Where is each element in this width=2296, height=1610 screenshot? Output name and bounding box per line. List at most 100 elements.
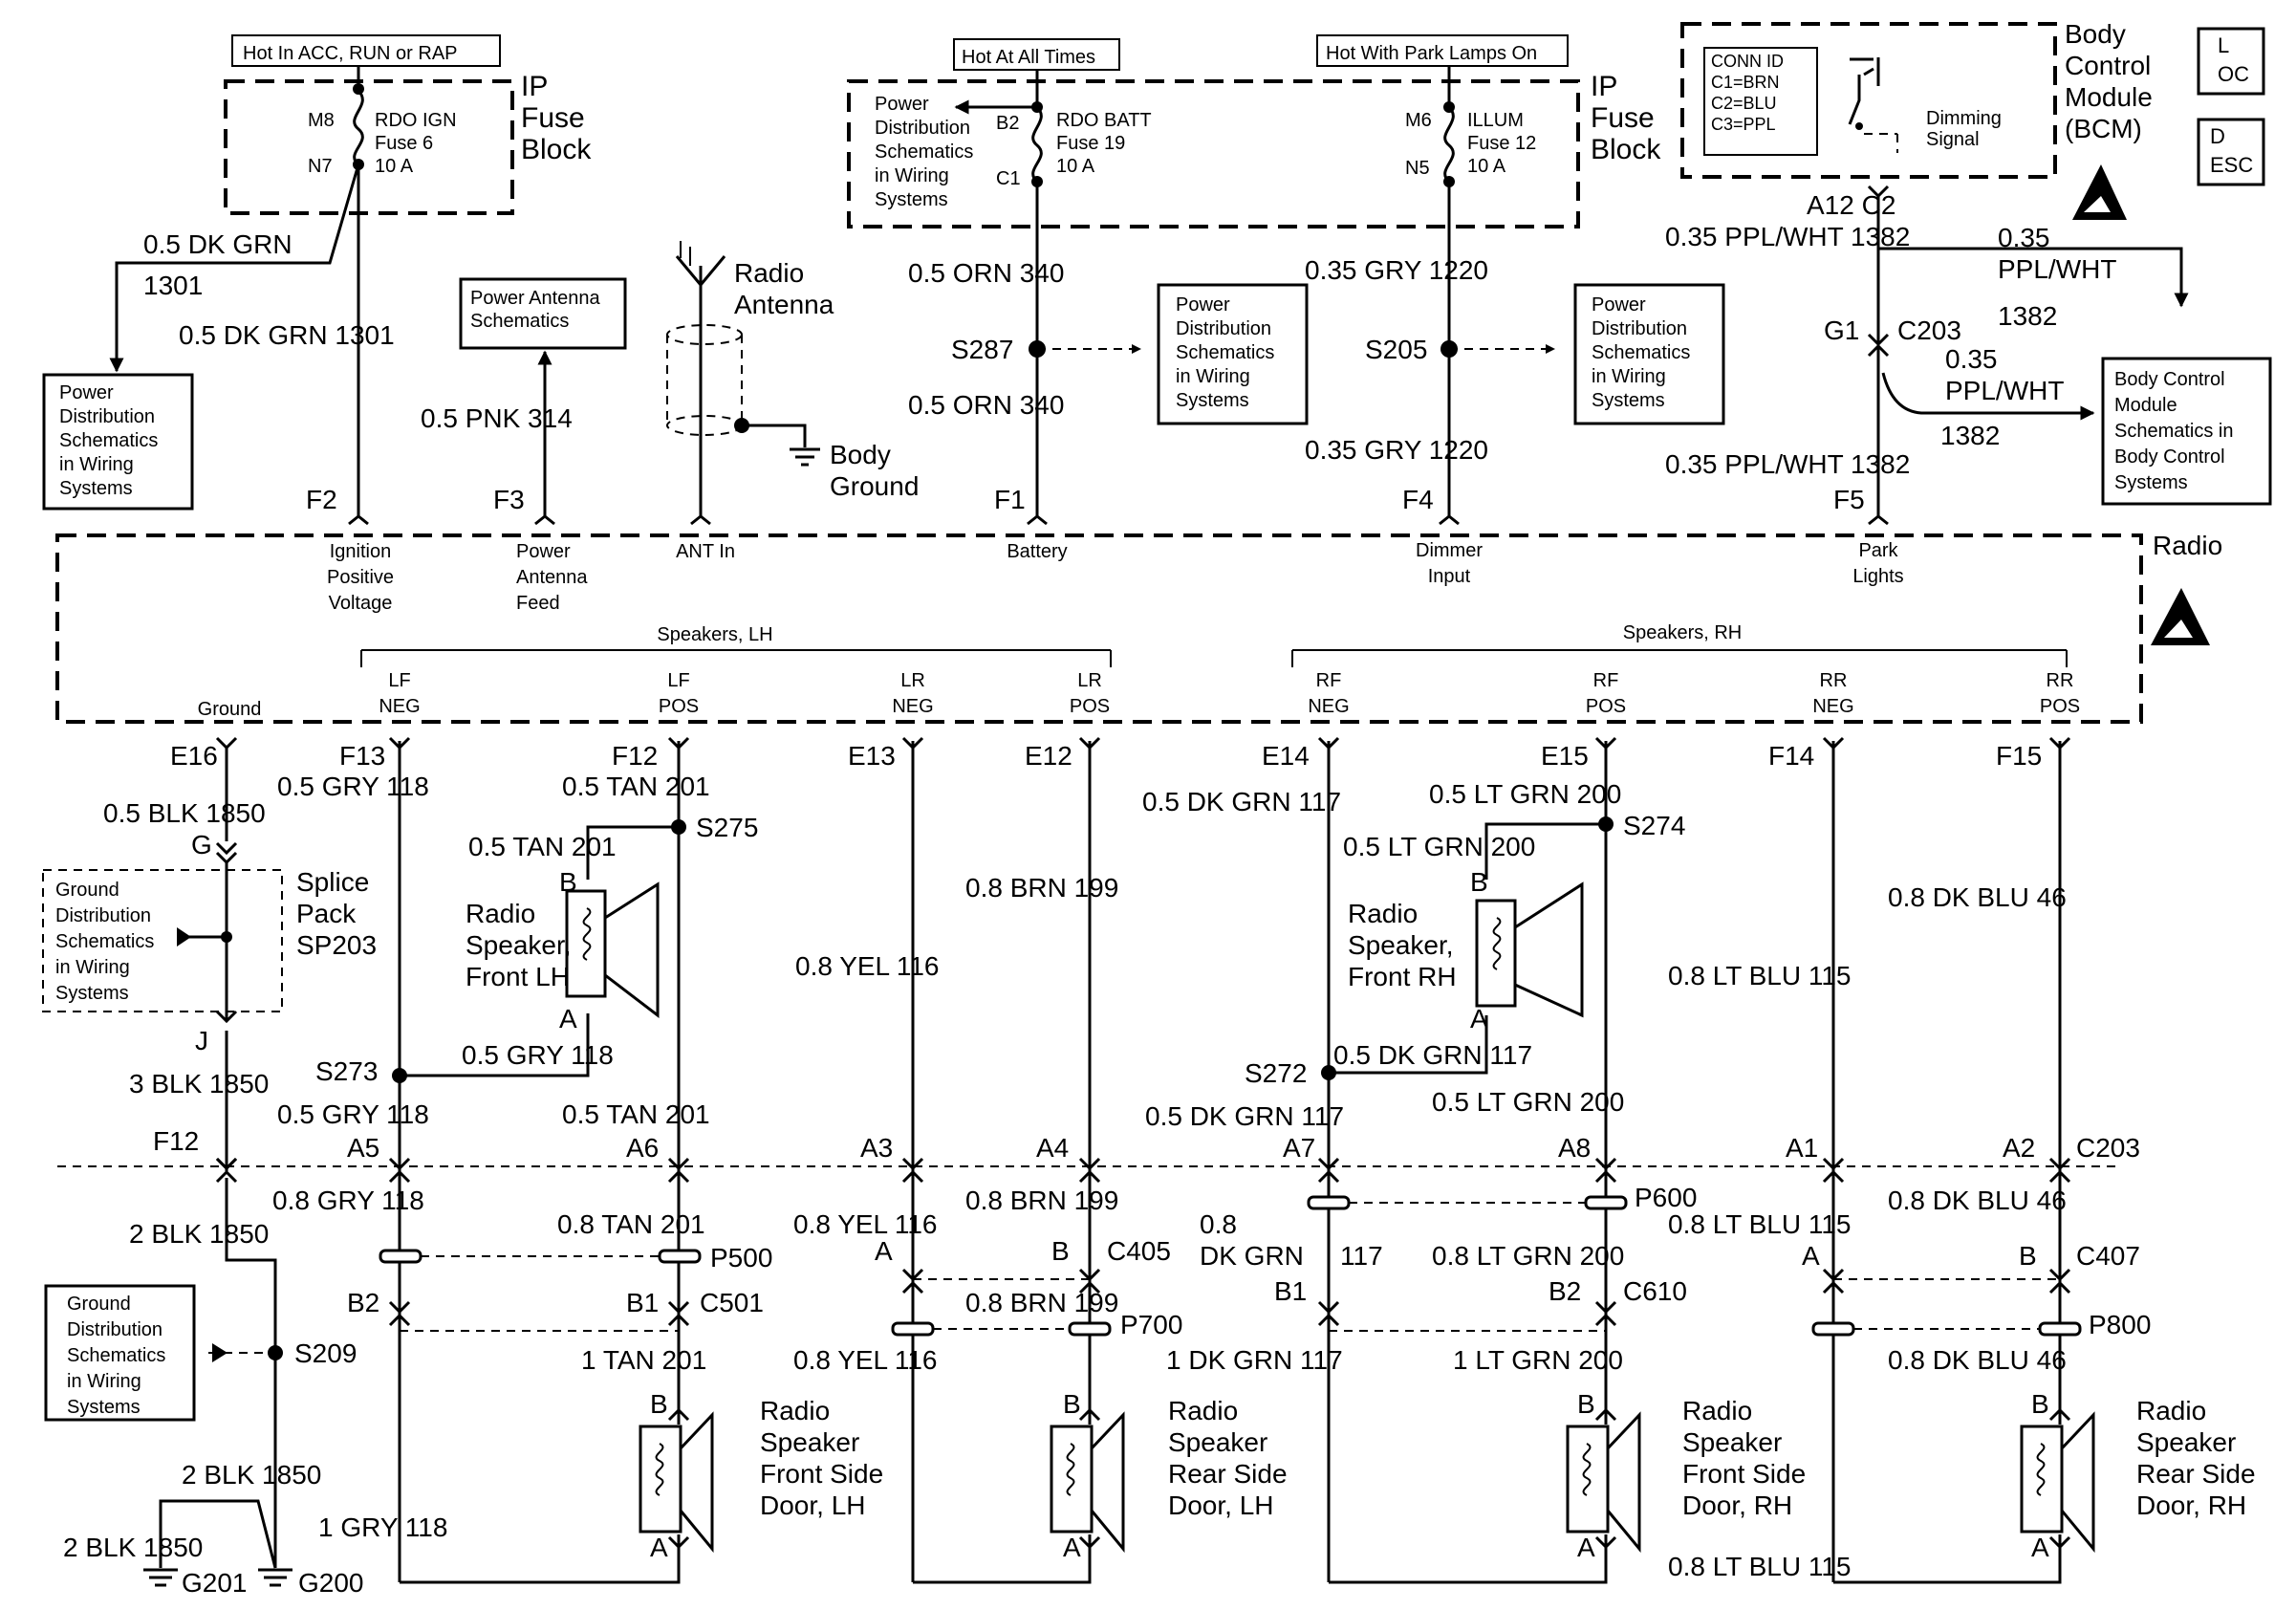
connector-icon — [1027, 514, 1048, 526]
pin-a-lfd: A — [650, 1533, 668, 1562]
ant-in: ANT In — [676, 541, 735, 562]
top-wires — [109, 163, 2189, 516]
connector-icon — [2048, 736, 2071, 751]
connector-icon — [901, 1157, 924, 1171]
s209: S209 — [294, 1338, 357, 1368]
g1: G1 — [1824, 315, 1859, 345]
connector-icon — [901, 736, 924, 751]
connector-icon — [215, 736, 238, 751]
connector-icon — [1594, 1169, 1617, 1184]
pin-a-c405: A — [875, 1236, 893, 1266]
pin-f2: F2 — [306, 485, 337, 514]
pin-b2-top: B2 — [996, 113, 1019, 134]
pin-e12: E12 — [1025, 741, 1072, 771]
connector-icon — [1078, 1169, 1101, 1184]
c501: C501 — [700, 1288, 764, 1317]
connector-icon — [2048, 1268, 2071, 1282]
connector-icon — [1822, 736, 1845, 751]
c405: C405 — [1107, 1236, 1171, 1266]
connector-icon — [2048, 1157, 2071, 1171]
connector-icon — [388, 736, 411, 751]
s287: S287 — [951, 335, 1013, 364]
wire-117-a: 0.5 DK GRN 117 — [1142, 787, 1341, 816]
connector-icon — [1822, 1268, 1845, 1282]
speaker-icon — [2020, 1411, 2095, 1554]
connector-icon — [1307, 1195, 1351, 1210]
connector-icon — [1594, 736, 1617, 751]
pin-a-lf: A — [559, 1004, 577, 1033]
s275: S275 — [696, 813, 758, 842]
connector-icon — [1317, 736, 1340, 751]
ground-icon — [258, 1568, 292, 1587]
wire-314: 0.5 PNK 314 — [421, 403, 573, 433]
wire-199-b: 0.8 BRN 199 — [965, 1186, 1118, 1215]
hot-acc-run-rap: Hot In ACC, RUN or RAP — [243, 43, 458, 64]
p500: P500 — [710, 1243, 772, 1273]
connector-icon — [1594, 1313, 1617, 1327]
pin-a8: A8 — [1558, 1133, 1591, 1163]
fuse-icon — [1443, 105, 1455, 184]
pin-b2-c610: B2 — [1549, 1276, 1581, 1306]
speaker-icon — [565, 881, 660, 1019]
wire-200-e: 1 LT GRN 200 — [1453, 1345, 1623, 1375]
connector-icon — [1439, 514, 1460, 526]
connector-icon — [215, 1157, 238, 1171]
pin-m8: M8 — [308, 110, 335, 131]
wire-118-c: 0.5 GRY 118 — [277, 1099, 429, 1129]
pin-b-c405: B — [1051, 1236, 1070, 1266]
g201: G201 — [182, 1568, 248, 1598]
pin-a5: A5 — [347, 1133, 379, 1163]
pin-f15: F15 — [1996, 741, 2042, 771]
wire-116-c: 0.8 YEL 116 — [793, 1345, 938, 1375]
wire-116-a: 0.8 YEL 116 — [795, 951, 940, 981]
g200: G200 — [298, 1568, 364, 1598]
connector-icon — [1868, 514, 1889, 526]
wire-115-b: 0.8 LT BLU 115 — [1668, 1209, 1851, 1239]
pin-a-rrd: A — [2031, 1533, 2049, 1562]
pin-b-rrd: B — [2031, 1389, 2049, 1419]
connector-icon — [891, 1321, 935, 1337]
pin-a6: A6 — [626, 1133, 659, 1163]
wire-118-d: 0.8 GRY 118 — [272, 1186, 424, 1215]
connector-icon — [2048, 1280, 2071, 1295]
a12-c2: A12 C2 — [1807, 190, 1895, 220]
pin-f14: F14 — [1768, 741, 1814, 771]
connector-icon — [388, 1169, 411, 1184]
pin-e13: E13 — [848, 741, 896, 771]
speaker-icon — [1475, 881, 1584, 1018]
radio-label: Radio — [2153, 531, 2222, 560]
wire-200-d: 0.8 LT GRN 200 — [1432, 1241, 1624, 1271]
wire-201-e: 1 TAN 201 — [581, 1345, 706, 1375]
s272: S272 — [1245, 1058, 1307, 1088]
pin-e14: E14 — [1262, 741, 1310, 771]
wire-118-a: 0.5 GRY 118 — [277, 772, 429, 801]
connector-icon — [1317, 1300, 1340, 1315]
pin-b-lf: B — [559, 867, 577, 897]
connector-icon — [667, 736, 690, 751]
wire-201-d: 0.8 TAN 201 — [557, 1209, 705, 1239]
wire-1220-bottom: 0.35 GRY 1220 — [1305, 435, 1488, 465]
pin-b-rf: B — [1470, 867, 1488, 897]
connector-icon — [379, 1249, 422, 1264]
connector-icon — [2038, 1321, 2082, 1337]
s205: S205 — [1365, 335, 1427, 364]
connector-icon — [901, 1268, 924, 1282]
